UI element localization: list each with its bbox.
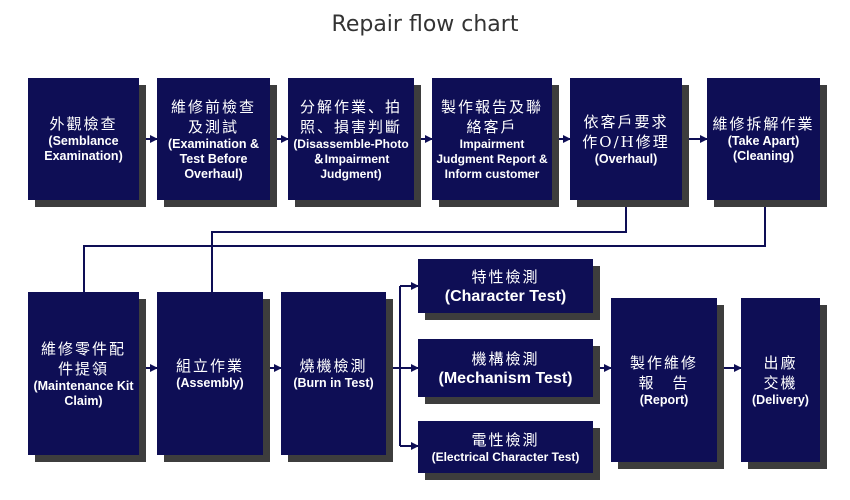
chart-title: Repair flow chart (331, 12, 519, 37)
step-report-zh: 製作報告及聯絡客戶 (440, 97, 543, 136)
step-mechanism-zh: 機構檢測 (471, 349, 540, 368)
step-report-en: Impairment Judgment Report & Inform cust… (436, 136, 548, 181)
step-assembly-zh: 組立作業 (175, 357, 244, 375)
step-delivery-box: 出廠交機 (Delivery) (741, 298, 820, 462)
step-electrical-box: 電性檢測 (Electrical Character Test) (418, 421, 593, 473)
step-semblance-zh: 外觀檢查 (49, 115, 118, 133)
step-report-box: 製作報告及聯絡客戶 Impairment Judgment Report & I… (432, 78, 552, 200)
step-kit-zh: 維修零件配件提領 (40, 339, 126, 378)
step-assembly-box: 組立作業 (Assembly) (157, 292, 263, 455)
connector-overhaul-kit (211, 200, 627, 292)
step-assembly-en: (Assembly) (176, 376, 244, 390)
step-pre-exam-box: 維修前檢查及測試 (Examination & Test Before Over… (157, 78, 270, 200)
step-disassemble-zh: 分解作業、拍照、損害判斷 (299, 97, 402, 136)
step-take-apart-zh: 維修拆解作業 (712, 115, 815, 133)
step-pre-exam-zh: 維修前檢查及測試 (170, 97, 256, 136)
step-burn-in-en: (Burn in Test) (293, 376, 374, 390)
step-repair-report-en: (Report) (639, 392, 689, 407)
step-disassemble-box: 分解作業、拍照、損害判斷 (Disassemble-Photo＆Impairme… (288, 78, 414, 200)
step-kit-box: 維修零件配件提領 (Maintenance Kit Claim) (28, 292, 139, 455)
connector-takeapart-assembly (83, 200, 766, 292)
step-burn-in-box: 燒機檢測 (Burn in Test) (281, 292, 386, 455)
step-electrical-en: (Electrical Character Test) (431, 449, 580, 464)
step-take-apart-box: 維修拆解作業 (Take Apart) (Cleaning) (707, 78, 820, 200)
step-character-en: (Character Test) (444, 287, 567, 305)
step-semblance-en: (Semblance Examination) (44, 134, 123, 163)
step-character-zh: 特性檢測 (471, 267, 540, 286)
step-repair-report-box: 製作維修報 告 (Report) (611, 298, 717, 462)
step-delivery-en: (Delivery) (752, 392, 809, 407)
step-disassemble-en: (Disassemble-Photo＆Impairment Judgment) (293, 136, 409, 181)
step-repair-report-zh: 製作維修報 告 (629, 353, 698, 392)
step-mechanism-en: (Mechanism Test) (438, 369, 573, 387)
step-semblance-box: 外觀檢查 (Semblance Examination) (28, 78, 139, 200)
step-burn-in-zh: 燒機檢測 (299, 357, 368, 375)
step-overhaul-box: 依客戶要求作O/H修理 (Overhaul) (570, 78, 682, 200)
step-mechanism-box: 機構檢測 (Mechanism Test) (418, 339, 593, 397)
step-electrical-zh: 電性檢測 (471, 430, 540, 449)
step-overhaul-zh: 依客戶要求作O/H修理 (582, 112, 670, 151)
step-delivery-zh: 出廠交機 (763, 353, 798, 392)
step-pre-exam-en: (Examination & Test Before Overhaul) (168, 136, 259, 181)
step-kit-en: (Maintenance Kit Claim) (33, 378, 134, 408)
step-overhaul-en: (Overhaul) (594, 151, 658, 166)
step-take-apart-en: (Take Apart) (Cleaning) (727, 134, 800, 163)
step-character-box: 特性檢測 (Character Test) (418, 259, 593, 313)
